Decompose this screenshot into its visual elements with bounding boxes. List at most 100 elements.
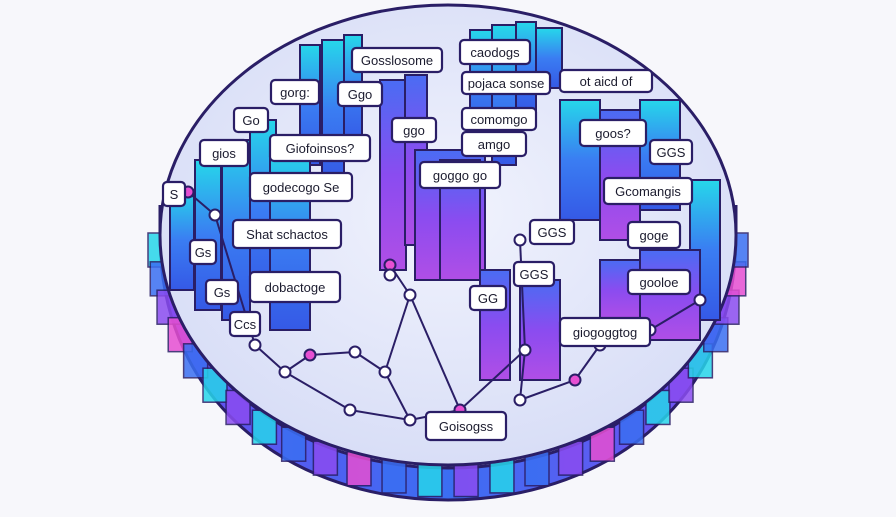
rim-segment [417,461,443,498]
label-text: dobactoge [265,280,326,295]
network-node [378,365,392,379]
speech-label: goge [626,220,682,250]
network-node [403,288,417,302]
speech-label: dobactoge [248,270,342,304]
speech-label: Gs [188,238,218,266]
speech-label: Gosslosome [350,46,444,74]
label-text: goos? [595,126,630,141]
network-node [513,393,527,407]
label-text: goge [640,228,669,243]
network-link [459,349,526,411]
label-text: Goisogss [439,419,494,434]
speech-label: Ccs [228,310,262,338]
label-text: Gs [214,285,231,300]
label-text: S [170,187,179,202]
speech-label: gorg: [269,78,321,106]
network-node [343,403,357,417]
speech-label: ot aicd of [558,68,654,94]
network-link [384,294,411,373]
speech-label: GG [468,284,508,312]
speech-label: gooloe [626,268,692,296]
speech-label: giogoggtog [558,316,652,348]
network-node [403,413,417,427]
speech-label: Gs [204,278,240,306]
label-text: gios [212,146,236,161]
network-node [518,343,532,357]
speech-label: GGS [512,260,556,288]
network-node [568,373,582,387]
speech-label: S [161,180,187,208]
label-text: Giofoinsos? [286,141,355,156]
network-link [574,344,601,381]
rim-segment [381,458,407,494]
network-link [649,299,701,331]
label-text: Gosslosome [361,53,433,68]
network-node [303,348,317,362]
speech-label: Ggo [336,80,384,108]
speech-label: Goisogss [424,410,508,442]
speech-label: Giofoinsos? [268,133,372,163]
speech-labels: Gosslosome caodogs pojaca sonse ot aicd of g… [161,38,694,442]
network-node [513,233,527,247]
label-text: gorg: [280,85,310,100]
speech-label: goggo go [418,160,502,190]
speech-label: GGS [648,138,694,166]
speech-label: caodogs [458,38,532,66]
label-text: goggo go [433,168,487,183]
rim-segment [524,450,550,487]
network-link [349,409,411,421]
rim-segment [489,458,515,494]
label-text: ot aicd of [580,74,633,89]
label-text: caodogs [470,45,520,60]
label-text: gooloe [639,275,678,290]
speech-label: goos? [578,118,648,148]
label-text: pojaca sonse [468,76,545,91]
label-text: Go [242,113,259,128]
speech-label: Gcomangis [602,176,694,206]
speech-label: pojaca sonse [460,70,552,96]
bar [515,21,537,113]
bar [379,79,407,271]
speech-label: ggo [390,116,438,144]
label-text: godecogo Se [263,180,340,195]
label-text: GGS [538,225,567,240]
network-link [309,351,356,356]
label-text: ggo [403,123,425,138]
network-node [383,268,397,282]
speech-label: gios [198,138,250,168]
bar [519,279,561,381]
network-node [208,208,222,222]
rim-segment [346,450,372,487]
network-link [384,371,411,421]
network-link [519,379,576,401]
label-text: Ggo [348,87,373,102]
label-text: Ccs [234,317,257,332]
label-text: GGS [657,145,686,160]
label-text: amgo [478,137,511,152]
network-node [348,345,362,359]
network-link [519,239,526,351]
network-link [519,349,526,401]
speech-label: Shat schactos [231,218,343,250]
network-node [248,338,262,352]
speech-label: amgo [460,130,528,158]
network-node [278,365,292,379]
label-text: Gs [195,245,212,260]
label-text: Shat schactos [246,227,328,242]
label-text: Gcomangis [615,184,681,199]
network-link [284,371,351,411]
rim-segment [557,440,584,476]
speech-label: Go [232,106,270,134]
label-text: GG [478,291,498,306]
label-text: comomgo [470,112,527,127]
speech-label: comomgo [460,106,538,132]
speech-label: GGS [528,218,576,246]
network-node [693,293,707,307]
bar [559,99,601,221]
network-link [254,344,286,373]
rim-segment [453,461,479,498]
network-link [409,294,461,411]
speech-label: godecogo Se [248,171,354,203]
